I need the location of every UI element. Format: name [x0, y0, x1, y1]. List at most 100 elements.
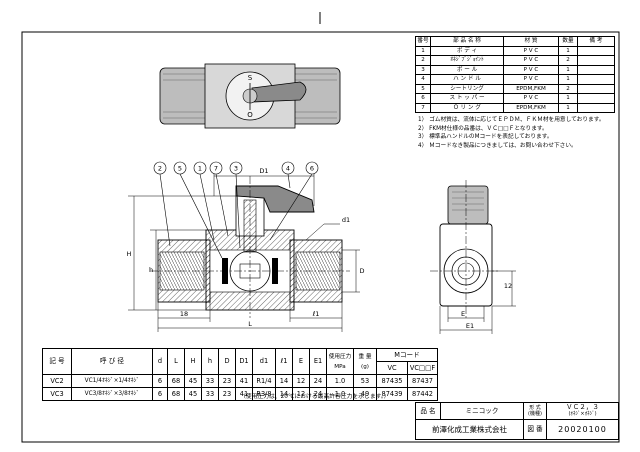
cell: 68 — [167, 387, 185, 401]
cell — [577, 74, 615, 85]
balloon-3: 3 — [234, 165, 238, 173]
balloon-2: 2 — [158, 165, 162, 173]
cell: ボ デ ィ — [430, 45, 504, 56]
balloon-callouts — [153, 161, 319, 259]
top-view — [159, 63, 341, 129]
cell: 23 — [218, 387, 236, 401]
cell: 4 — [415, 74, 431, 85]
parts-header-qty: 数量 — [558, 36, 578, 47]
cell: 7 — [415, 102, 431, 113]
cell: ス ト ッ パ ー — [430, 93, 504, 104]
title-model: ＶＣ２，３ — [566, 403, 599, 411]
side-view — [430, 180, 500, 318]
note-4: 4） Ｍコードなき製品につきましては、お問い合わせ下さい。 — [418, 142, 577, 149]
title-model-label: 形 式 (機種) — [523, 402, 547, 420]
cell: 2 — [558, 83, 578, 94]
cell: 6 — [152, 387, 168, 401]
pressure-label: 使用圧力 — [328, 353, 352, 360]
cell: VC1/4ｵﾈｼﾞ×1/4ｵﾈｼﾞ — [71, 374, 153, 388]
cell — [577, 64, 615, 75]
cell: 53 — [353, 374, 377, 388]
cell: VC3 — [42, 387, 72, 401]
dimension-lines — [128, 172, 360, 332]
spec-header-code: 記 号 — [42, 348, 72, 375]
title-drawing-no-label: 図 番 — [523, 419, 547, 440]
spec-header-mcode-vc: VC — [376, 361, 408, 375]
cell: EPDM,FKM — [503, 83, 559, 94]
dim-D1: D1 — [259, 167, 268, 175]
spec-header-l1: ℓ1 — [275, 348, 293, 375]
spec-header-d1: d1 — [252, 348, 276, 375]
spec-header-L: L — [167, 348, 185, 375]
cell — [577, 93, 615, 104]
title-company: 前澤化成工業株式会社 — [415, 419, 524, 440]
cell: 45 — [184, 387, 202, 401]
cell: 33 — [201, 374, 219, 388]
cell: 1 — [558, 93, 578, 104]
spec-header-d: d — [152, 348, 168, 375]
dim-d1: d1 — [342, 216, 350, 224]
parts-header-remarks: 備 考 — [577, 36, 615, 47]
spec-header-D: D — [218, 348, 236, 375]
title-name: ミニコック — [440, 402, 524, 420]
dim-L: L — [248, 320, 252, 328]
cell: P V C — [503, 74, 559, 85]
cell: 33 — [201, 387, 219, 401]
cell: ボ ー ル — [430, 64, 504, 75]
handle-side — [235, 185, 315, 213]
weight-unit: (g) — [361, 363, 369, 370]
cell: VC2 — [42, 374, 72, 388]
handle-lever — [251, 81, 307, 103]
balloon-7: 7 — [214, 165, 218, 173]
cell: 2 — [558, 55, 578, 66]
title-model-cell: ＶＣ２，３ (ｵﾈｼﾞ×ｵﾈｼﾞ) — [546, 402, 619, 420]
cell: 23 — [218, 374, 236, 388]
note-3: 3） 標準品ハンドルのMコードを表記しております。 — [418, 134, 553, 141]
cell — [577, 83, 615, 94]
cell: 5 — [415, 83, 431, 94]
parts-header-name: 部 品 名 称 — [430, 36, 504, 47]
spec-header-E1: E1 — [309, 348, 327, 375]
cell: 1 — [558, 64, 578, 75]
spec-header-weight: 重 量 (g) — [353, 348, 377, 375]
spec-header-mcode: Mコード — [376, 348, 438, 362]
cell: 6 — [152, 374, 168, 388]
cell: 6 — [415, 93, 431, 104]
cell: VC3/8ｵﾈｼﾞ×3/8ｵﾈｼﾞ — [71, 387, 153, 401]
mark-close: O — [247, 111, 253, 119]
cell: P V C — [503, 55, 559, 66]
cell: 41 — [235, 374, 253, 388]
cell: R1/4 — [252, 374, 276, 388]
spec-header-call: 呼 び 径 — [71, 348, 153, 375]
cell: 1 — [415, 45, 431, 56]
title-name-label: 品 名 — [415, 402, 441, 420]
dim-E1: E1 — [466, 322, 474, 330]
cell: Ｏ リ ン グ — [430, 102, 504, 113]
cell — [577, 55, 615, 66]
spec-header-H: H — [184, 348, 202, 375]
parts-header-material: 材 質 — [503, 36, 559, 47]
cell: ｵﾈｼﾞﾌﾞｼﾞｮｲﾝﾄ — [430, 55, 504, 66]
cell: シートリング — [430, 83, 504, 94]
notes: 1） ゴム材質は、流体に応じてＥＰＤＭ、ＦＫＭ材を用意しております。 2） FK… — [418, 116, 616, 150]
dim-E: E — [461, 310, 465, 318]
title-drawing-no: 20020100 — [546, 419, 619, 440]
balloon-4: 4 — [286, 165, 290, 173]
cell: EPDM,FKM — [503, 102, 559, 113]
title-block: 品 名 ミニコック 形 式 (機種) ＶＣ２，３ (ｵﾈｼﾞ×ｵﾈｼﾞ) 前澤化… — [415, 402, 619, 440]
dim-18: 18 — [180, 310, 188, 318]
cell: 45 — [184, 374, 202, 388]
spec-table: 記 号 呼 び 径 d L H h D D1 d1 ℓ1 E E1 使用圧力 M… — [42, 348, 438, 401]
cell: 1.0 — [326, 387, 354, 401]
cell: 1.0 — [326, 374, 354, 388]
sheet-border — [21, 31, 620, 443]
spec-header-D1: D1 — [235, 348, 253, 375]
